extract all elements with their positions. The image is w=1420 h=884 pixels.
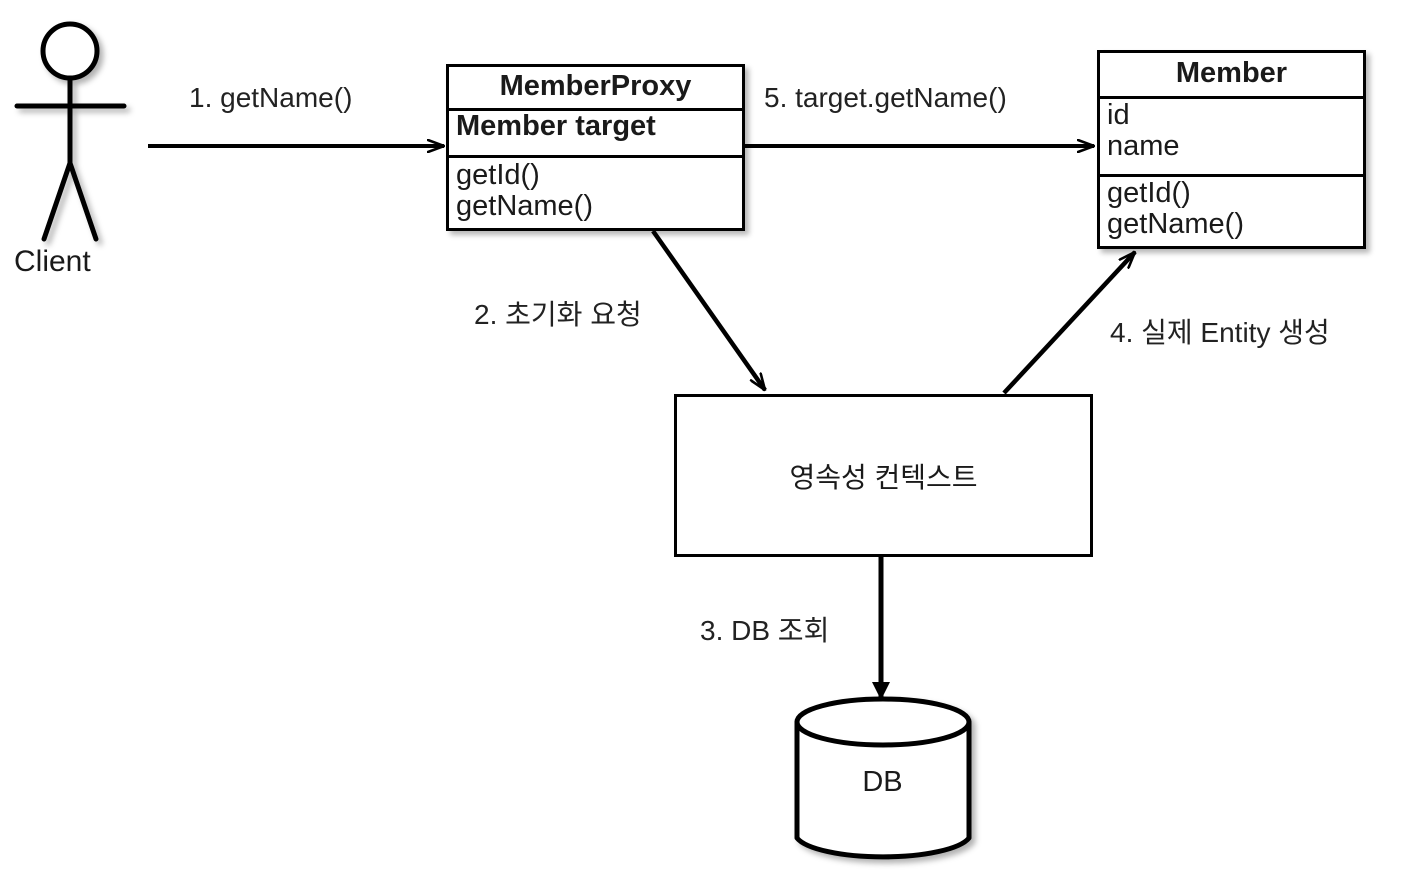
edge-label-step-4: 4. 실제 Entity 생성 [1110, 317, 1330, 348]
edge-label-step-5: 5. target.getName() [764, 82, 1007, 113]
class-operations-member-proxy: getId() getName() [449, 155, 742, 231]
class-attributes-member: id name [1100, 96, 1363, 174]
operation-get-name: getName() [1107, 208, 1244, 241]
operation-get-id: getId() [456, 159, 540, 191]
class-title-member: Member [1175, 57, 1288, 89]
attribute-member-target: Member target [456, 110, 656, 142]
database-label: DB [862, 766, 903, 798]
operation-get-id: getId() [1107, 177, 1191, 209]
node-persistence-context[interactable]: 영속성 컨텍스트 [674, 394, 1093, 557]
edge-label-step-2: 2. 초기화 요청 [474, 299, 642, 330]
actor-client-label: Client [14, 245, 91, 278]
class-box-member-proxy[interactable]: MemberProxy Member target getId() getNam… [446, 64, 745, 231]
arrow-step-4 [1002, 250, 1137, 395]
arrow-step-2 [651, 229, 767, 390]
database-cylinder-shape [794, 696, 972, 860]
attribute-name: name [1107, 130, 1180, 163]
persistence-context-label: 영속성 컨텍스트 [789, 461, 978, 493]
operation-get-name: getName() [456, 190, 593, 223]
class-title-member-proxy: MemberProxy [499, 70, 692, 102]
class-operations-member: getId() getName() [1100, 174, 1363, 249]
actor-client-figure [14, 21, 127, 242]
attribute-id: id [1107, 99, 1130, 131]
edge-label-step-3: 3. DB 조회 [700, 615, 830, 646]
edge-label-step-1: 1. getName() [189, 82, 353, 113]
class-box-member[interactable]: Member id name getId() getName() [1097, 50, 1366, 249]
class-attributes-member-proxy: Member target [449, 108, 742, 155]
